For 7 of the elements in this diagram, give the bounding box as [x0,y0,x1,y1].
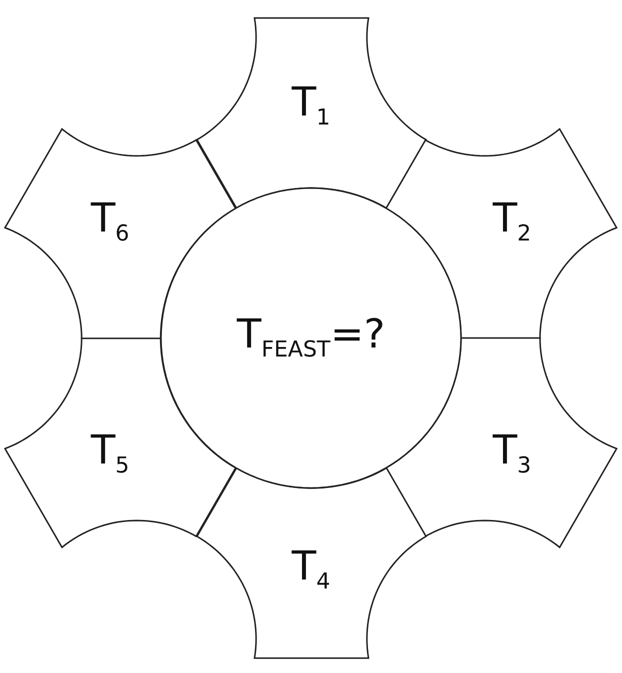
segment-label: T$_{1}$ [292,82,330,130]
segment-label: T$_{2}$ [492,198,532,246]
segment-label: T$_{FEAST}$=? [236,314,386,362]
segment-label: T$_{4}$ [292,546,330,594]
segment-label: T$_{5}$ [90,430,130,478]
segment-label: T$_{6}$ [90,198,130,246]
segment-label: T$_{3}$ [492,430,532,478]
